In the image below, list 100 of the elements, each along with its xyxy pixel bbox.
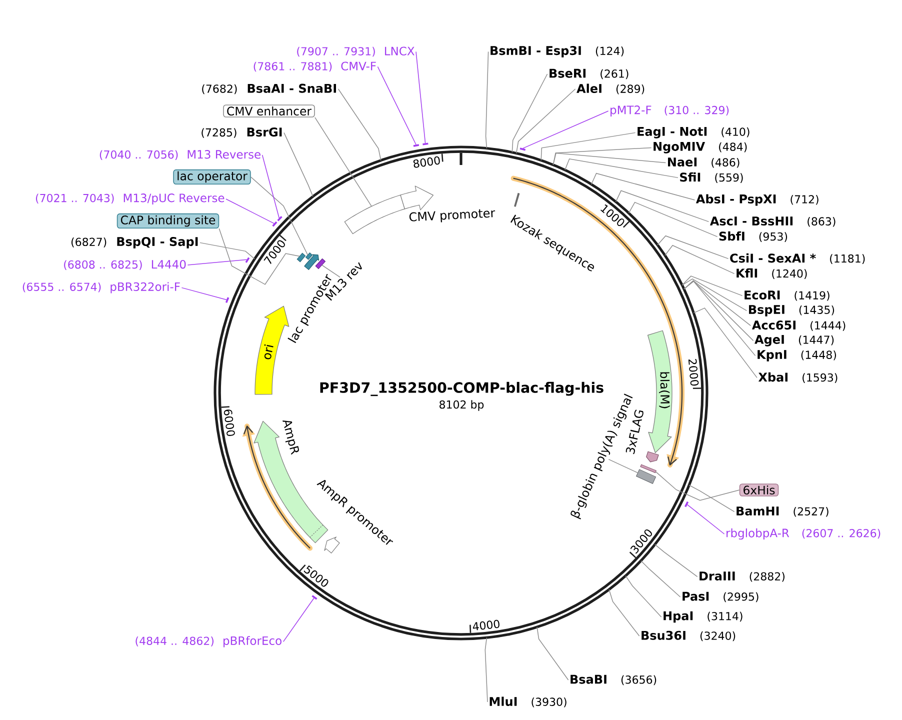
primer-label: rbglobpA-R (2607 .. 2626) — [726, 528, 880, 540]
primer-mark — [422, 142, 428, 146]
site-label: (7682) BsaAI - SnaBI — [202, 84, 336, 94]
map-title: PF3D7_1352500-COMP-blac-flag-his — [320, 382, 604, 396]
leader-line — [322, 264, 340, 278]
site-label: XbaI (1593) — [758, 372, 838, 383]
leader-line — [377, 66, 416, 145]
site-label: AgeI (1447) — [754, 335, 834, 346]
primer-label: (6808 .. 6825) L4440 — [64, 260, 186, 270]
site-label: AleI (289) — [576, 84, 644, 94]
site-label: NgoMIV (484) — [654, 142, 747, 154]
leader-line — [516, 88, 576, 154]
site-label: BspEI (1435) — [749, 305, 834, 316]
site-label: KflI (1240) — [736, 268, 807, 279]
leader-line — [552, 147, 652, 166]
site-label: Bsu36I (3240) — [642, 630, 736, 642]
site-label: (7285) BsrGI — [202, 128, 282, 138]
leader-line — [686, 504, 725, 534]
site-label: (6827) BspQI - SapI — [72, 237, 198, 248]
feature-tag: CMV enhancer — [223, 104, 315, 118]
site-label: SfiI (559) — [680, 172, 743, 183]
site-label: MluI (3930) — [490, 696, 566, 708]
primer-mark — [684, 501, 689, 508]
feature-label: AmpR — [282, 420, 299, 455]
leader-line — [590, 172, 696, 200]
feature-tag: CAP binding site — [116, 213, 220, 229]
site-label: Acc65I (1444) — [752, 320, 846, 331]
site-label: BamHI (2527) — [736, 506, 828, 517]
primer-label: (7021 .. 7043) M13/pUC Reverse — [36, 194, 224, 204]
leader-line — [485, 51, 489, 149]
feature-label: CMV promoter — [409, 209, 496, 222]
leader-line — [664, 244, 735, 274]
leader-line — [684, 280, 756, 356]
leader-line — [640, 560, 681, 598]
site-label: KpnI (1448) — [758, 350, 836, 362]
primer-mark — [277, 216, 282, 222]
leader-line — [200, 242, 256, 260]
leader-line — [688, 484, 735, 512]
feature-block: bla(M) — [647, 330, 672, 454]
tick-label: 2000 — [688, 359, 699, 386]
site-label: NaeI (486) — [668, 158, 740, 168]
primer-label: (6555 .. 6574) pBR322ori-F — [22, 282, 180, 294]
feature-bar — [640, 464, 656, 474]
leader-line — [693, 308, 758, 378]
site-label: PasI (2995) — [682, 592, 758, 602]
leader-line — [314, 117, 372, 207]
feature-bar — [296, 252, 306, 262]
leader-line — [657, 235, 729, 260]
primer-label: (4844 .. 4862) pBRforEco — [136, 636, 282, 648]
site-label: BseRI (261) — [550, 68, 628, 80]
site-label: BsmBI - Esp3I (124) — [490, 46, 624, 58]
leader-line — [654, 544, 698, 578]
primer-label: pMT2-F (310 .. 329) — [610, 106, 729, 116]
primer-label: (7861 .. 7881) CMV-F — [254, 62, 376, 72]
tick-label: 4000 — [472, 620, 500, 630]
primer-mark — [413, 144, 420, 147]
primer-label: (7040 .. 7056) M13 Reverse — [100, 150, 260, 160]
leader-line — [187, 259, 248, 266]
site-label: DraIII (2882) — [700, 572, 784, 582]
site-label: EcoRI (1419) — [744, 290, 830, 301]
site-label: SbfI (953) — [719, 231, 788, 242]
leader-line — [625, 575, 662, 618]
leader-line — [608, 458, 638, 474]
feature-bar — [315, 258, 326, 269]
leader-line — [615, 190, 710, 222]
primer-mark — [312, 595, 318, 600]
leader-line — [552, 152, 666, 166]
primer-mark — [520, 148, 526, 151]
tick-label: 6000 — [224, 410, 235, 436]
leader-line — [416, 51, 426, 144]
leader-line — [512, 74, 548, 153]
primer-mark — [225, 297, 230, 303]
leader-line — [250, 176, 308, 256]
leader-line — [218, 228, 300, 285]
leader-line — [181, 287, 227, 300]
primer-label: (7907 .. 7931) LNCX — [297, 46, 414, 57]
leader-line — [484, 637, 488, 702]
leader-line — [536, 626, 569, 680]
leader-line — [282, 598, 314, 642]
leader-line — [262, 154, 280, 218]
leader-line — [522, 110, 609, 149]
feature-block: ori — [254, 306, 290, 395]
leader-line — [564, 158, 678, 178]
site-label: AscI - BssHII (863) — [710, 216, 836, 227]
feature-tag: lac operator — [173, 169, 251, 185]
leader-line — [338, 88, 382, 161]
leader-line — [608, 589, 640, 636]
leader-line — [682, 276, 743, 296]
feature-segment — [344, 194, 406, 234]
leader-line — [682, 278, 748, 312]
leader-line — [540, 132, 636, 161]
leader-line — [226, 198, 274, 224]
site-label: BsaBI (3656) — [570, 674, 656, 686]
site-label: CsiI - SexAI * (1181) — [730, 253, 865, 264]
leader-line — [284, 132, 314, 197]
feature-bar — [305, 252, 313, 260]
leader-line — [628, 202, 718, 238]
leader-line — [655, 471, 740, 501]
site-label: AbsI - PspXI (712) — [696, 194, 818, 206]
site-label: EagI - NotI (410) — [638, 127, 750, 138]
